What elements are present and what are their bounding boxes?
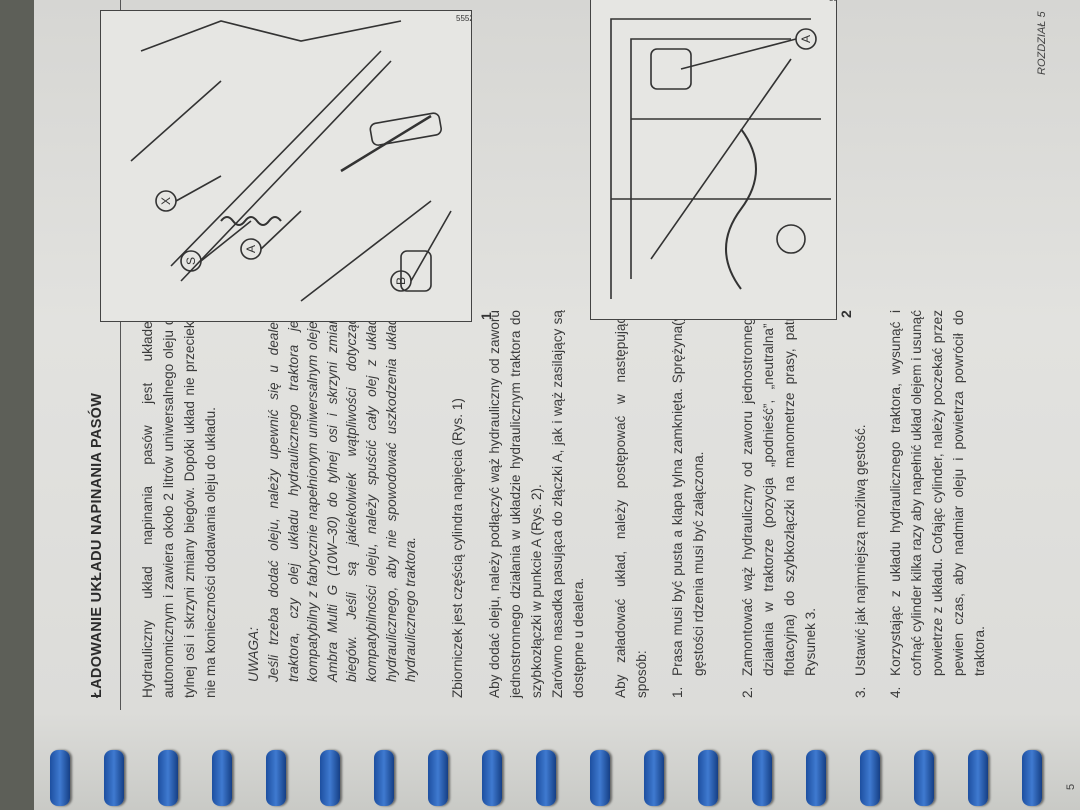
- step-text: Prasa musi być pusta a klapa tylna zamkn…: [670, 310, 706, 676]
- step-2: 2. Zamontować wąż hydrauliczny od zaworu …: [737, 310, 821, 698]
- add-oil-paragraph: Aby dodać oleju, należy podłączyć wąż hy…: [487, 310, 544, 698]
- procedure-intro: Aby załadować układ, należy postępować w…: [613, 310, 649, 698]
- chapter-header: ROZDZIAŁ 5: [1036, 11, 1048, 75]
- step-number: 2.: [740, 686, 755, 698]
- note-label: UWAGA:: [246, 627, 261, 682]
- figure-2-number: 2: [838, 310, 854, 318]
- page-number: 5: [1065, 783, 1077, 790]
- step-4: 4. Korzystając z układu hydraulicznego tr…: [885, 310, 990, 698]
- step-3: 3. Ustawić jak najmniejszą możliwą gęstoś…: [850, 310, 871, 698]
- figure-1-number: 1: [478, 312, 494, 320]
- section-title: ŁADOWANIE UKŁADU NAPINANIA PASÓW: [89, 392, 105, 698]
- step-text: Zamontować wąż hydrauliczny od zaworu je…: [740, 310, 818, 676]
- step-text: Ustawić jak najmniejszą możliwą gęstość.: [853, 424, 868, 676]
- note-text: Jeśli trzeba dodać oleju, należy upewnić…: [266, 310, 419, 682]
- nozzle-paragraph: Zarówno nasadka pasująca do złączki A, j…: [550, 310, 586, 698]
- figure-1: B S A X 55529: [100, 10, 479, 322]
- step-1: 1. Prasa musi być pusta a klapa tylna zam…: [667, 310, 709, 698]
- reservoir-paragraph: Zbiorniczek jest częścią cylindra napięc…: [450, 398, 465, 698]
- figure-1-drawing: B S A X 55529: [130, 14, 479, 302]
- label-s: S: [184, 257, 198, 265]
- figure-1-code: 55529: [456, 14, 471, 23]
- label-x: X: [159, 197, 173, 205]
- figure-2-code: 5553: [829, 0, 836, 3]
- step-number: 4.: [888, 686, 903, 698]
- step-text: Korzystając z układu hydraulicznego trak…: [888, 310, 987, 676]
- step-number: 3.: [853, 686, 868, 698]
- figure-2: A 5553: [590, 0, 847, 320]
- intro-paragraph: Hydrauliczny układ napinania pasów jest …: [140, 310, 218, 698]
- label-a: A: [244, 245, 258, 253]
- label-b: B: [394, 277, 408, 285]
- step-number: 1.: [670, 686, 685, 698]
- figure-2-drawing: A 5553: [610, 0, 847, 299]
- fig2-label-a: A: [799, 35, 813, 43]
